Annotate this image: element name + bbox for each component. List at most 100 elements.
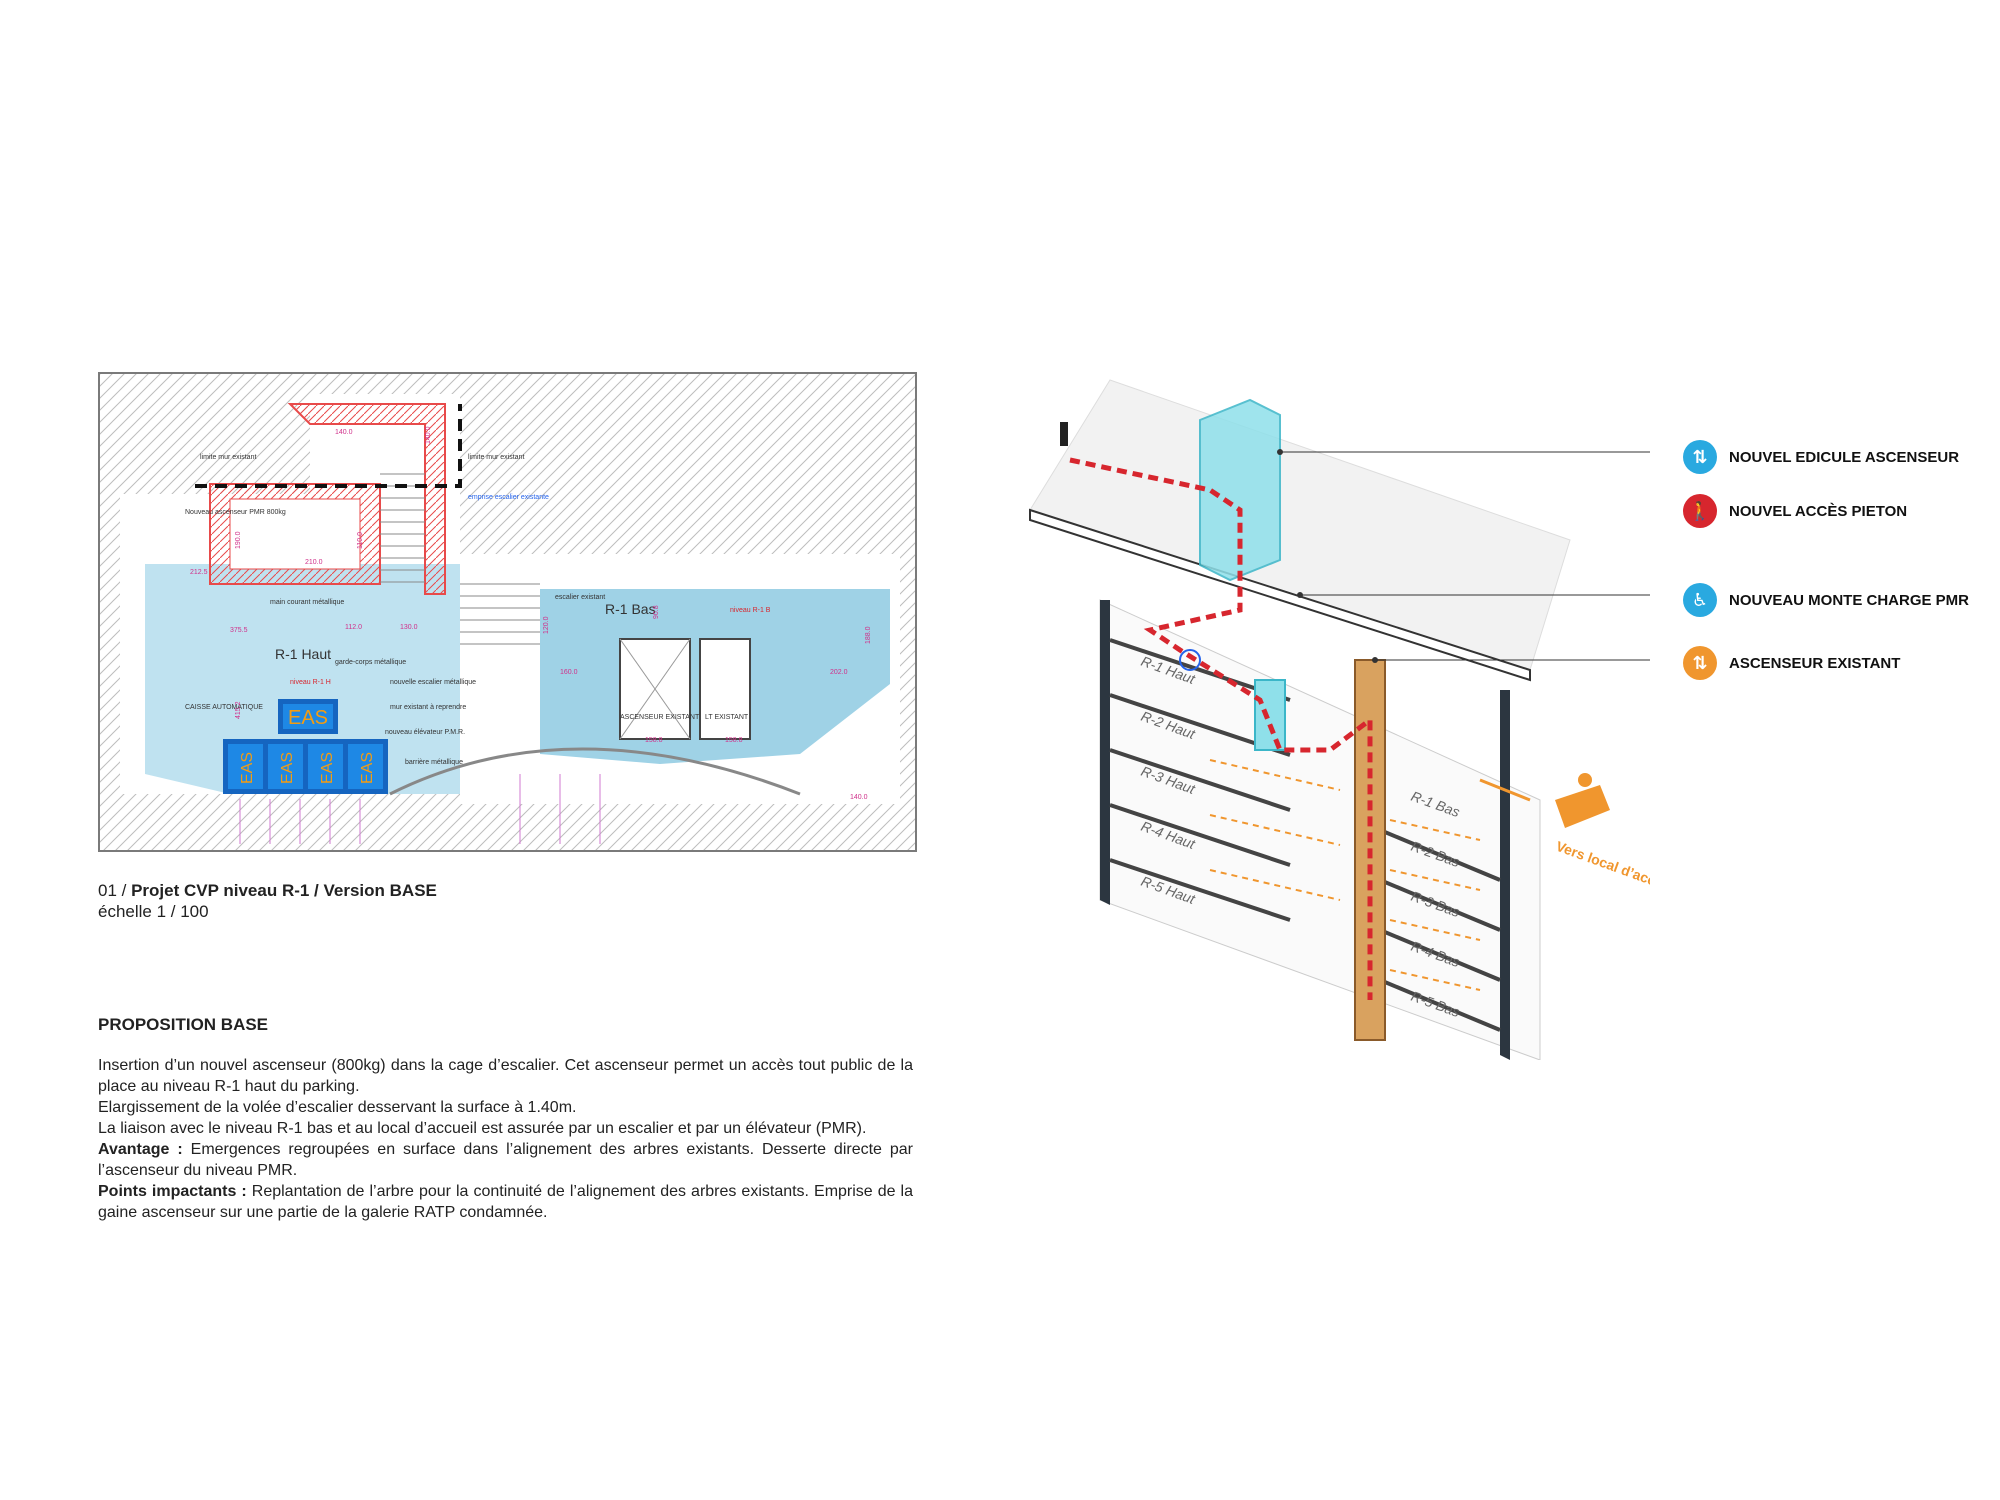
elevator-icon: ⇅	[1683, 646, 1717, 680]
reception-person-icon	[1578, 773, 1592, 787]
label-nouveau-elevateur: nouveau élévateur P.M.R.	[385, 729, 465, 736]
label-mur-reprendre: mur existant à reprendre	[390, 704, 466, 711]
label-main-courant: main courant métallique	[270, 599, 344, 606]
label-niveau-r1h: niveau R-1 H	[290, 679, 331, 686]
proposition-p2: Elargissement de la volée d’escalier des…	[98, 1099, 577, 1116]
accueil-label: Vers local d’accueil	[1554, 838, 1650, 897]
lift-platform-icon: ♿	[1683, 583, 1717, 617]
legend-acces-pieton: 🚶 NOUVEL ACCÈS PIETON	[1683, 494, 1907, 528]
leader-dot-1	[1277, 449, 1283, 455]
ground-vegetation	[239, 774, 601, 844]
dim-5: 190.0	[235, 531, 242, 549]
proposition-p3: La liaison avec le niveau R-1 bas et au …	[98, 1120, 867, 1137]
legend-monte-charge: ♿ NOUVEAU MONTE CHARGE PMR	[1683, 583, 1969, 617]
points-text: Replantation de l’arbre pour la continui…	[98, 1183, 914, 1221]
label-barriere: barrière métallique	[405, 759, 463, 766]
floor-plan-drawing: EAS EAS EAS EAS EAS R-1 Haut R-1 Bas Nou…	[100, 374, 915, 850]
legend-edicule-label: NOUVEL EDICULE ASCENSEUR	[1729, 448, 1960, 466]
dim-3: 212.5	[190, 569, 208, 576]
avantage-label: Avantage :	[98, 1141, 183, 1158]
label-limite-mur-right: limite mur existant	[468, 454, 524, 461]
label-garde-corps: garde-corps métallique	[335, 659, 406, 666]
proposition-title: PROPOSITION BASE	[98, 1015, 269, 1034]
limit-wall-dashed	[195, 404, 462, 488]
label-r1-haut: R-1 Haut	[275, 646, 331, 662]
accueil-arrow	[1479, 778, 1531, 802]
points-label: Points impactants :	[98, 1183, 247, 1200]
plan-caption: 01 / Projet CVP niveau R-1 / Version BAS…	[98, 880, 437, 922]
dimension-labels: 140.0 140.0 212.5 210.0 190.0 110.0 375.…	[190, 426, 872, 801]
reception-desk-icon	[1555, 785, 1610, 828]
dim-4: 210.0	[305, 559, 323, 566]
label-r1-bas: R-1 Bas	[605, 601, 656, 617]
proposition-p1: Insertion d’un nouvel ascenseur (800kg) …	[98, 1057, 913, 1095]
label-lt-existant: LT EXISTANT	[705, 714, 749, 721]
vault-arc	[389, 747, 801, 796]
proposition-text: Insertion d’un nouvel ascenseur (800kg) …	[98, 1055, 913, 1223]
avantage-text: Emergences regroupées en surface dans l’…	[98, 1141, 914, 1179]
legend-existant-label: ASCENSEUR EXISTANT	[1729, 654, 1901, 672]
dim-8: 112.0	[345, 624, 362, 631]
dim-14: 158.8	[645, 737, 663, 744]
lt-existing-box	[699, 638, 751, 740]
label-ascenseur-existant: ASCENSEUR EXISTANT	[620, 714, 700, 721]
eas-label-2: EAS	[279, 752, 296, 784]
label-nouvelle-escalier: nouvelle escalier métallique	[390, 679, 476, 686]
legend-monte-label: NOUVEAU MONTE CHARGE PMR	[1729, 591, 1970, 609]
legend-ascenseur-existant: ⇅ ASCENSEUR EXISTANT	[1683, 646, 1900, 680]
stair-treads	[380, 473, 540, 645]
axonometric-diagram: R-1 Haut R-2 Haut R-3 Haut R-4 Haut R-5 …	[1010, 360, 1681, 1065]
pedestrian-path	[1069, 457, 1373, 1000]
label-niveau-r1b: niveau R-1 B	[730, 607, 771, 614]
stair-walls	[287, 403, 446, 595]
dim-16: 140.0	[850, 794, 868, 801]
wheelchair-icon	[1179, 649, 1201, 671]
legend-acces-label: NOUVEL ACCÈS PIETON	[1729, 502, 1908, 520]
right-floor-slabs	[1379, 828, 1501, 1032]
dim-18: 90.8	[653, 605, 660, 619]
eas-row	[223, 739, 388, 794]
pedestrian-figure	[1060, 422, 1068, 446]
label-emprise: emprise escalier existante	[468, 494, 549, 501]
dim-15: 158.8	[725, 737, 743, 744]
dim-6: 110.0	[357, 532, 364, 549]
orange-paths	[1209, 759, 1481, 991]
caption-title: Projet CVP niveau R-1 / Version BASE	[131, 881, 437, 900]
leader-lines	[1280, 451, 1680, 661]
dim-10: 415.2	[235, 701, 242, 719]
dim-9: 130.0	[400, 624, 418, 631]
caption-scale: échelle 1 / 100	[98, 902, 209, 921]
floor-plan: EAS EAS EAS EAS EAS R-1 Haut R-1 Bas Nou…	[98, 372, 917, 852]
eas-label-1: EAS	[239, 752, 256, 784]
label-caisse: CAISSE AUTOMATIQUE	[185, 704, 263, 711]
label-limite-mur-left: limite mur existant	[200, 454, 256, 461]
dim-1: 140.0	[335, 429, 353, 436]
dim-2: 140.0	[425, 426, 432, 444]
monte-charge	[1254, 679, 1286, 751]
dim-12: 188.0	[865, 626, 872, 644]
label-nouveau-asc: Nouveau ascenseur PMR 800kg	[185, 509, 286, 516]
leader-dot-3	[1372, 657, 1378, 663]
dim-7: 375.5	[230, 627, 248, 634]
dim-11: 160.0	[560, 669, 578, 676]
axo-drawing: R-1 Haut R-2 Haut R-3 Haut R-4 Haut R-5 …	[1029, 379, 1681, 1061]
dim-17: 120.0	[543, 616, 550, 634]
elevator-icon: ⇅	[1683, 440, 1717, 474]
label-escalier-existant: escalier existant	[555, 594, 605, 601]
legend-edicule: ⇅ NOUVEL EDICULE ASCENSEUR	[1683, 440, 1959, 474]
slab-edge	[1029, 508, 1531, 682]
pedestrian-icon: 🚶	[1683, 494, 1717, 528]
eas-label-3: EAS	[319, 752, 336, 784]
eas-block-top-inner	[283, 704, 333, 729]
r1-haut-floor	[145, 564, 460, 794]
leader-dot-2	[1297, 592, 1303, 598]
eas-label-top: EAS	[288, 707, 328, 729]
dim-13: 202.0	[830, 669, 848, 676]
new-elevator-cab	[229, 498, 361, 570]
right-wall	[1500, 690, 1510, 1060]
new-edicule	[1199, 398, 1281, 582]
left-floor-slabs	[1109, 638, 1291, 922]
caption-prefix: 01 /	[98, 881, 132, 900]
eas-label-4: EAS	[359, 752, 376, 784]
left-wall	[1100, 600, 1110, 905]
